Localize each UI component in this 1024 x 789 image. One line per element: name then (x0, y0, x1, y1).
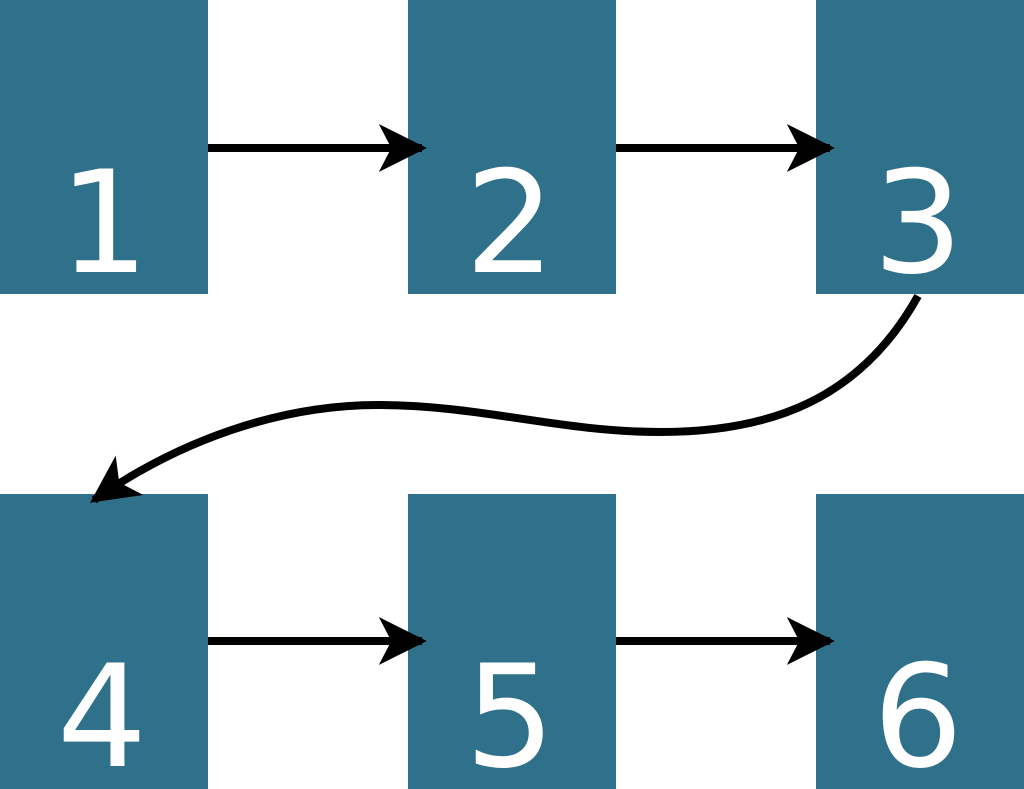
box-5: 5 (408, 494, 616, 789)
box-1: 1 (0, 0, 208, 306)
box-2-label: 2 (465, 141, 555, 306)
box-2: 2 (408, 0, 616, 306)
box-3-rect (816, 0, 1024, 294)
box-6-rect (816, 494, 1024, 789)
box-3-label: 3 (873, 141, 963, 306)
box-4: 4 (0, 494, 208, 789)
box-5-rect (408, 494, 616, 789)
box-4-label: 4 (57, 635, 147, 789)
box-4-rect (0, 494, 208, 789)
box-3: 3 (816, 0, 1024, 306)
arrow-3-to-4 (90, 294, 922, 504)
box-6-label: 6 (873, 635, 963, 789)
box-1-rect (0, 0, 208, 294)
box-1-label: 1 (59, 141, 149, 306)
box-5-label: 5 (465, 635, 555, 789)
box-2-rect (408, 0, 616, 294)
box-6: 6 (816, 494, 1024, 789)
